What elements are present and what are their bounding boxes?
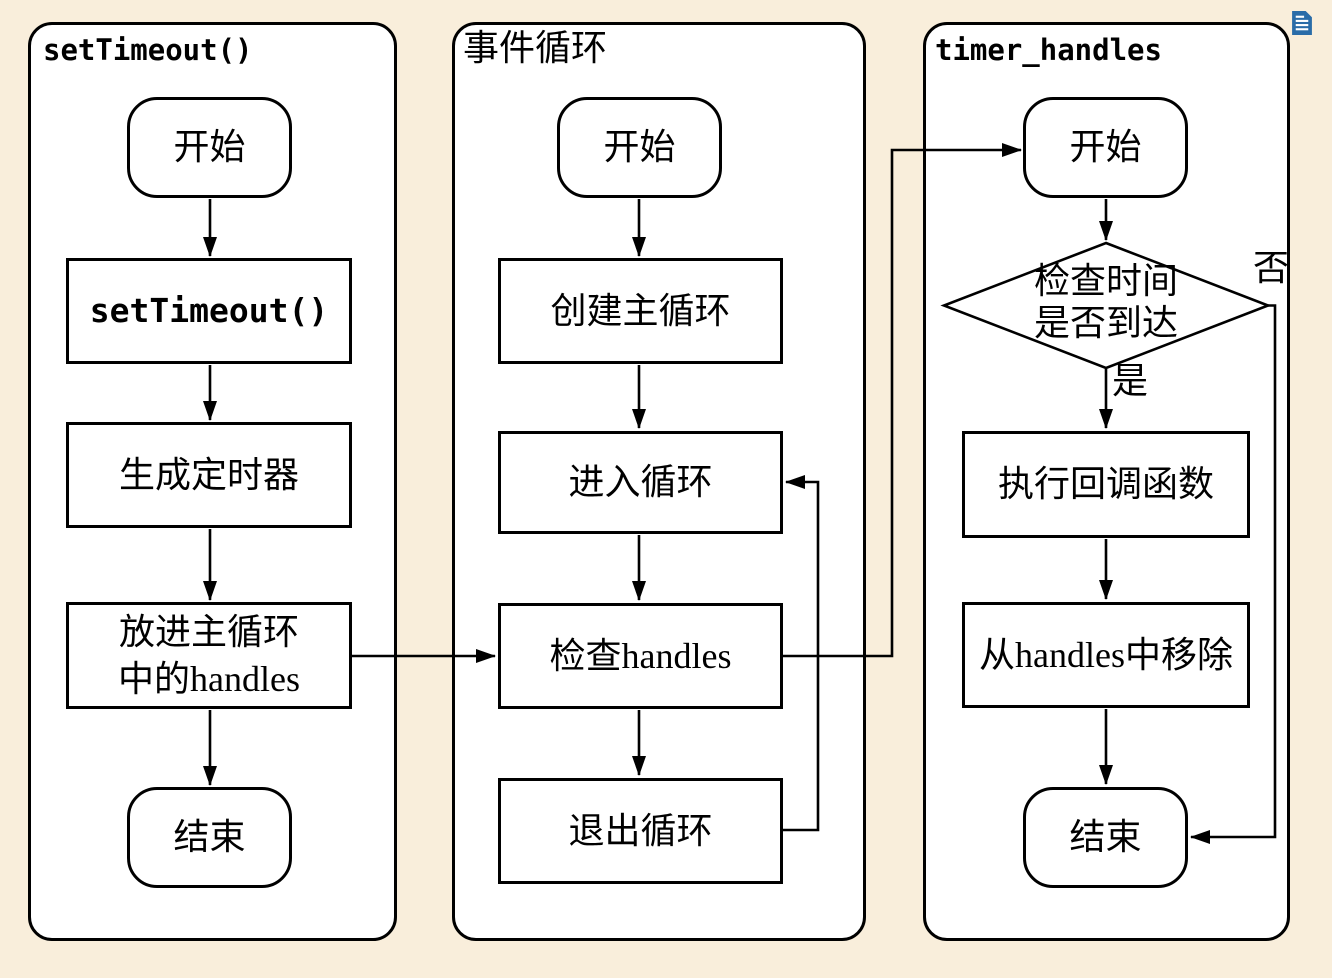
flow-node-p1-create-timer: 生成定时器 <box>66 422 352 528</box>
flow-node-p3-remove-from-handles: 从handles中移除 <box>962 602 1250 708</box>
panel-title-timer-handles: timer_handles <box>935 33 1162 67</box>
flow-node-p2-check-handles: 检查handles <box>498 603 783 709</box>
flow-node-p2-create-main-loop: 创建主循环 <box>498 258 783 364</box>
flow-node-p1-settimeout-call: setTimeout() <box>66 258 352 364</box>
branch-label-no: 否 <box>1253 248 1290 288</box>
flow-node-p2-exit-loop: 退出循环 <box>498 778 783 884</box>
panel-title-event-loop: 事件循环 <box>463 28 608 68</box>
flow-node-p3-decision-label: 检查时间 是否到达 <box>1033 261 1178 344</box>
flow-node-p2-start: 开始 <box>557 97 722 198</box>
flow-node-p1-end: 结束 <box>127 787 292 888</box>
flow-node-p1-start: 开始 <box>127 97 292 198</box>
flow-node-p2-enter-loop: 进入循环 <box>498 431 783 534</box>
flow-node-p3-run-callback: 执行回调函数 <box>962 431 1250 538</box>
flow-node-p3-end: 结束 <box>1023 787 1188 888</box>
panel-title-settimeout: setTimeout() <box>43 33 253 67</box>
branch-label-yes: 是 <box>1112 361 1149 401</box>
flow-node-p1-put-into-handles: 放进主循环 中的handles <box>66 602 352 709</box>
flow-node-p3-start: 开始 <box>1023 97 1188 198</box>
document-icon[interactable] <box>1292 11 1312 35</box>
